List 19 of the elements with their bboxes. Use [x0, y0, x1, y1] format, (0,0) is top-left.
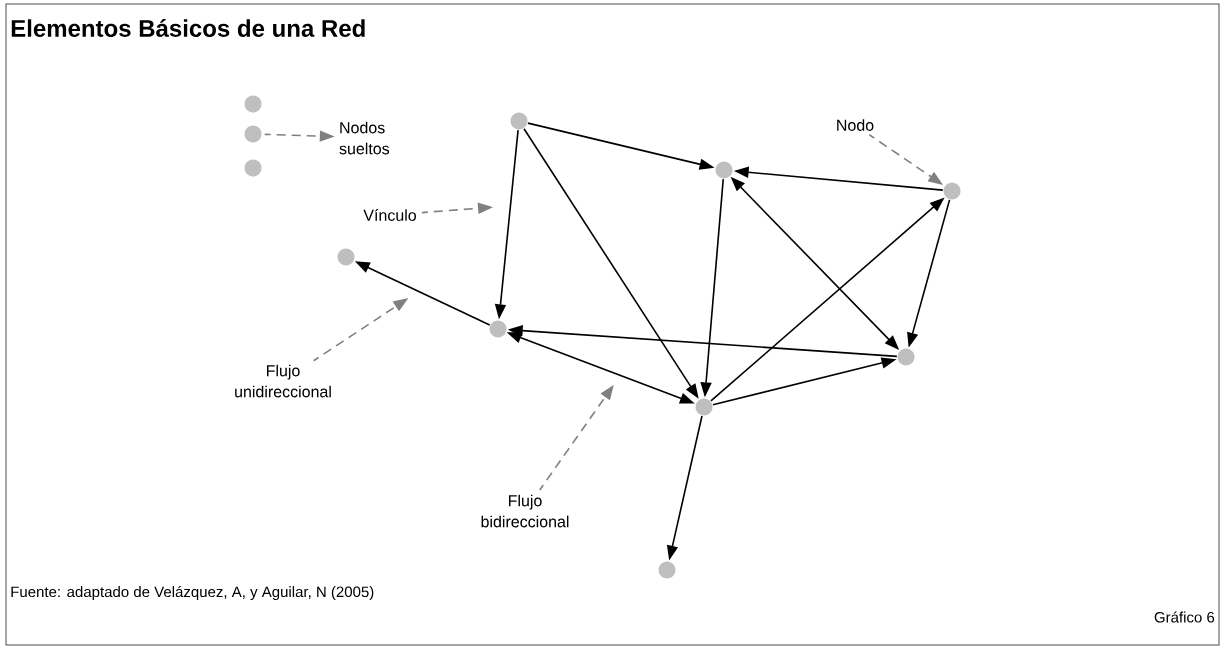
node-dot — [244, 125, 262, 143]
node-dot — [337, 248, 355, 266]
node-dot — [510, 112, 528, 130]
callout-text: Nodos sueltos — [339, 121, 390, 155]
node-dot — [244, 95, 262, 113]
callout-text: Vínculo — [363, 209, 416, 221]
node-dot — [244, 159, 262, 177]
node-dot — [695, 398, 713, 416]
node-dot — [489, 320, 507, 338]
callout-text: Flujo unidireccional — [235, 364, 331, 398]
callout-text: Nodo — [837, 119, 874, 131]
node-dot — [658, 561, 676, 579]
node-dot — [715, 161, 733, 179]
figure-number: Gráfico 6 — [1154, 611, 1215, 623]
callout-text: Flujo bidireccional — [481, 494, 569, 528]
node-dot — [943, 182, 961, 200]
source-note: Fuente: adaptado de Velázquez, A, y Aguilar, N (2005) — [11, 585, 374, 601]
node-dot — [897, 348, 915, 366]
title: Elementos Básicos de una Red — [11, 19, 365, 37]
